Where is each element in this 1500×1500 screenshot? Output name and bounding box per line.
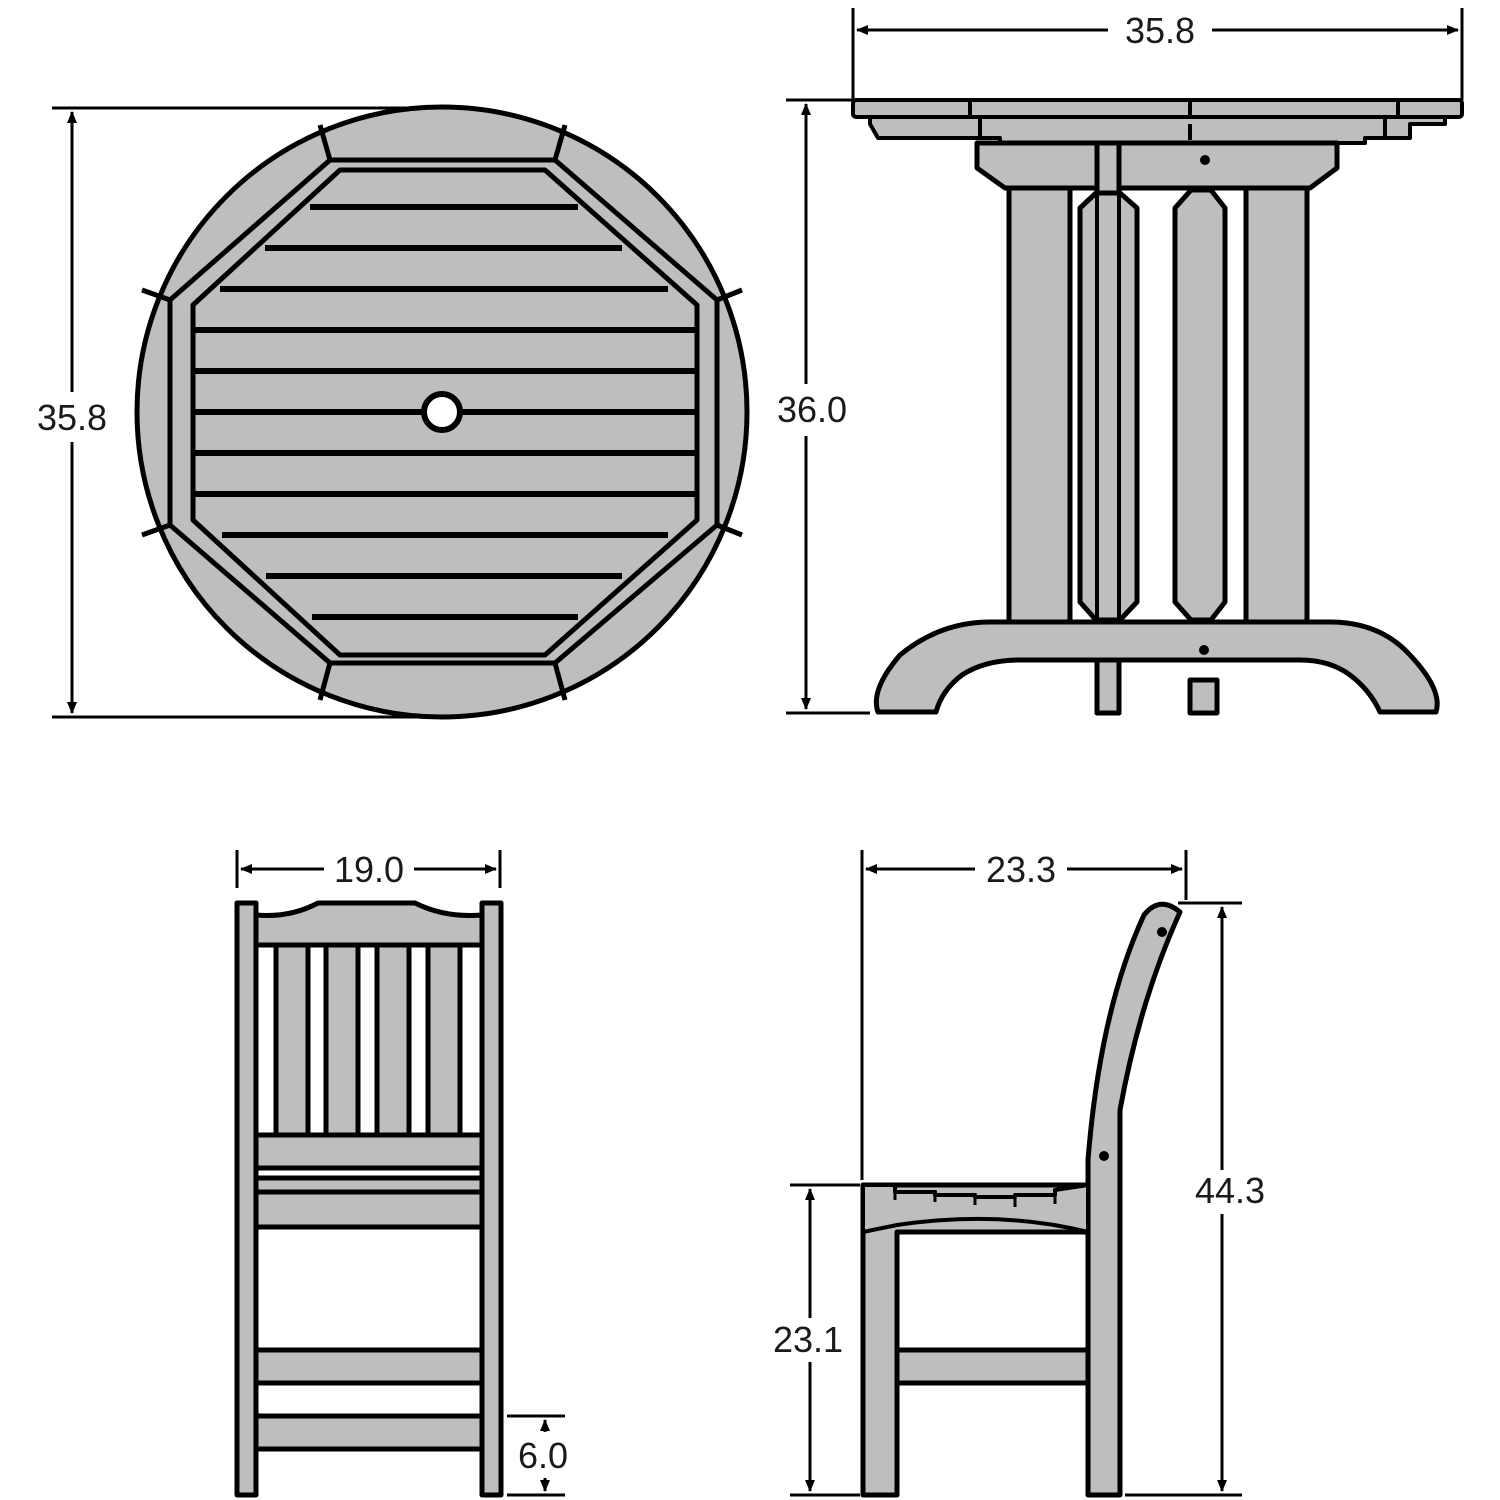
table-support-fin-right	[1172, 187, 1228, 623]
chair-back-slat-4	[425, 942, 463, 1138]
chair-side-view	[860, 901, 1183, 1498]
umbrella-hole	[421, 391, 463, 433]
chair-back-slat-3	[374, 942, 412, 1138]
table-under-rail	[868, 115, 1447, 145]
table-top-board	[851, 98, 1464, 119]
chair-side-stretcher	[894, 1347, 1091, 1386]
table-support-fin-left	[1077, 190, 1140, 623]
chair-width-dimension: 19.0	[235, 849, 502, 890]
chair-rung-height-label: 6.0	[518, 1435, 568, 1476]
table-pole-stub-left	[1094, 657, 1122, 716]
chair-leg-right	[479, 900, 504, 1498]
chair-stretcher-lower	[253, 1413, 485, 1452]
chair-back-bolt-top	[1157, 927, 1167, 937]
table-side-view	[851, 98, 1464, 716]
table-top-depth-label: 35.8	[37, 397, 107, 438]
chair-depth-dimension: 23.3	[860, 849, 1188, 1180]
table-top-view	[134, 104, 750, 720]
table-pole-stub-right	[1187, 677, 1220, 716]
table-apron	[974, 140, 1340, 191]
chair-back-post	[1085, 901, 1183, 1498]
table-foot-bolt	[1199, 645, 1209, 655]
table-apron-bolt	[1200, 155, 1210, 165]
table-height-dimension: 36.0	[777, 98, 870, 715]
table-foot	[873, 619, 1440, 715]
table-post-right	[1243, 185, 1310, 628]
chair-depth-label: 23.3	[986, 849, 1056, 890]
chair-back-slat-2	[323, 942, 361, 1138]
chair-seat-height-dimension: 23.1	[773, 1183, 860, 1497]
chair-rung-height-dimension: 6.0	[507, 1414, 568, 1497]
table-top-slat-gaps	[193, 204, 697, 620]
table-height-label: 36.0	[777, 389, 847, 430]
chair-stretcher-upper	[253, 1347, 485, 1386]
chair-width-label: 19.0	[334, 849, 404, 890]
chair-height-dimension: 44.3	[1125, 901, 1265, 1497]
chair-front-view	[234, 900, 504, 1498]
chair-seat-height-label: 23.1	[773, 1319, 843, 1360]
table-top-depth-dimension: 35.8	[37, 106, 442, 719]
table-width-label: 35.8	[1125, 10, 1195, 51]
chair-top-rail	[253, 900, 485, 948]
chair-back-bolt-bottom	[1099, 1151, 1109, 1161]
chair-leg-left	[234, 900, 259, 1498]
table-post-left	[1006, 185, 1073, 628]
chair-seat-apron	[253, 1189, 485, 1230]
chair-seat-side	[860, 1182, 1091, 1498]
chair-height-label: 44.3	[1195, 1170, 1265, 1211]
table-width-dimension: 35.8	[851, 8, 1464, 100]
table-top-ring-dividers	[141, 124, 743, 701]
chair-back-slat-1	[273, 942, 311, 1138]
chair-back-bottom-rail	[253, 1132, 485, 1171]
